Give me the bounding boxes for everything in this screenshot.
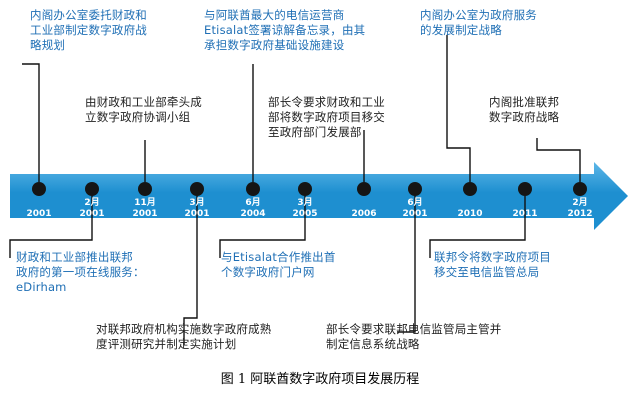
timeline-dot bbox=[138, 182, 152, 196]
event-2011-tra-transfer: 联邦令将数字政府项目 移交至电信监管总局 bbox=[434, 250, 551, 279]
marker-date-label: 2001 bbox=[132, 209, 157, 219]
timeline-dot bbox=[32, 182, 46, 196]
event-2006-project-transfer: 部长令要求财政和工业 部将数字政府项目移交 至政府部门发展部 bbox=[268, 95, 385, 139]
marker-date-label: 6月 bbox=[245, 197, 260, 208]
marker-date-label: 2月 bbox=[84, 197, 99, 208]
event-2010-service-strategy: 内阁办公室为政府服务 的发展制定战略 bbox=[420, 8, 537, 37]
connector-line bbox=[9, 196, 93, 258]
connector-line bbox=[536, 138, 581, 182]
timeline-arrow bbox=[10, 162, 628, 230]
marker-date-label: 2月 bbox=[572, 197, 587, 208]
connector-line bbox=[22, 63, 40, 182]
event-2001-feb-edirham: 财政和工业部推出联邦 政府的第一项在线服务： eDirham bbox=[16, 250, 145, 294]
marker-date-label: 2005 bbox=[292, 209, 317, 219]
marker-date-label: 3月 bbox=[189, 197, 204, 208]
timeline-dot bbox=[298, 182, 312, 196]
marker-date-label: 2011 bbox=[512, 209, 537, 219]
event-2001-jun-tra-strategy: 部长令要求联邦电信监管局主管并 制定信息系统战略 bbox=[326, 322, 502, 351]
event-2001-strategy-commission: 内阁办公室委托财政和 工业部制定数字政府战 略规划 bbox=[30, 8, 147, 52]
marker-date-label: 3月 bbox=[297, 197, 312, 208]
connector-line bbox=[397, 196, 416, 333]
timeline-dot bbox=[190, 182, 204, 196]
timeline-dot bbox=[573, 182, 587, 196]
event-2004-etisalat-mou: 与阿联酋最大的电信运营商 Etisalat签署谅解备忘录，由其 承担数字政府基础… bbox=[204, 8, 366, 52]
marker-date-label: 6月 bbox=[407, 197, 422, 208]
marker-date-label: 2004 bbox=[240, 209, 265, 219]
event-2005-portal-launch: 与Etisalat合作推出首 个数字政府门户网 bbox=[221, 250, 336, 279]
timeline-dot bbox=[408, 182, 422, 196]
timeline-dot bbox=[357, 182, 371, 196]
marker-date-label: 2012 bbox=[567, 209, 592, 219]
timeline-dot bbox=[518, 182, 532, 196]
marker-date-label: 2001 bbox=[26, 209, 51, 219]
event-2012-strategy-approved: 内阁批准联邦 数字政府战略 bbox=[489, 95, 560, 124]
event-2001-mar-maturity-study: 对联邦政府机构实施数字政府成熟 度评测研究并制定实施计划 bbox=[96, 322, 272, 351]
connector-lines bbox=[9, 35, 581, 345]
marker-date-label: 2010 bbox=[457, 209, 482, 219]
marker-date-label: 2001 bbox=[402, 209, 427, 219]
marker-date-label: 11月 bbox=[134, 197, 156, 208]
figure-caption: 图 1 阿联酋数字政府项目发展历程 bbox=[220, 372, 420, 387]
event-2001-nov-coordination-group: 由财政和工业部牵头成 立数字政府协调小组 bbox=[85, 95, 202, 124]
marker-date-label: 2001 bbox=[184, 209, 209, 219]
connector-line bbox=[219, 196, 306, 258]
timeline-dot bbox=[463, 182, 477, 196]
connector-line bbox=[429, 196, 526, 258]
connector-line bbox=[183, 196, 198, 345]
connector-line bbox=[446, 35, 471, 182]
marker-date-label: 2006 bbox=[351, 209, 376, 219]
timeline-dot bbox=[85, 182, 99, 196]
timeline-dot bbox=[246, 182, 260, 196]
marker-date-label: 2001 bbox=[79, 209, 104, 219]
